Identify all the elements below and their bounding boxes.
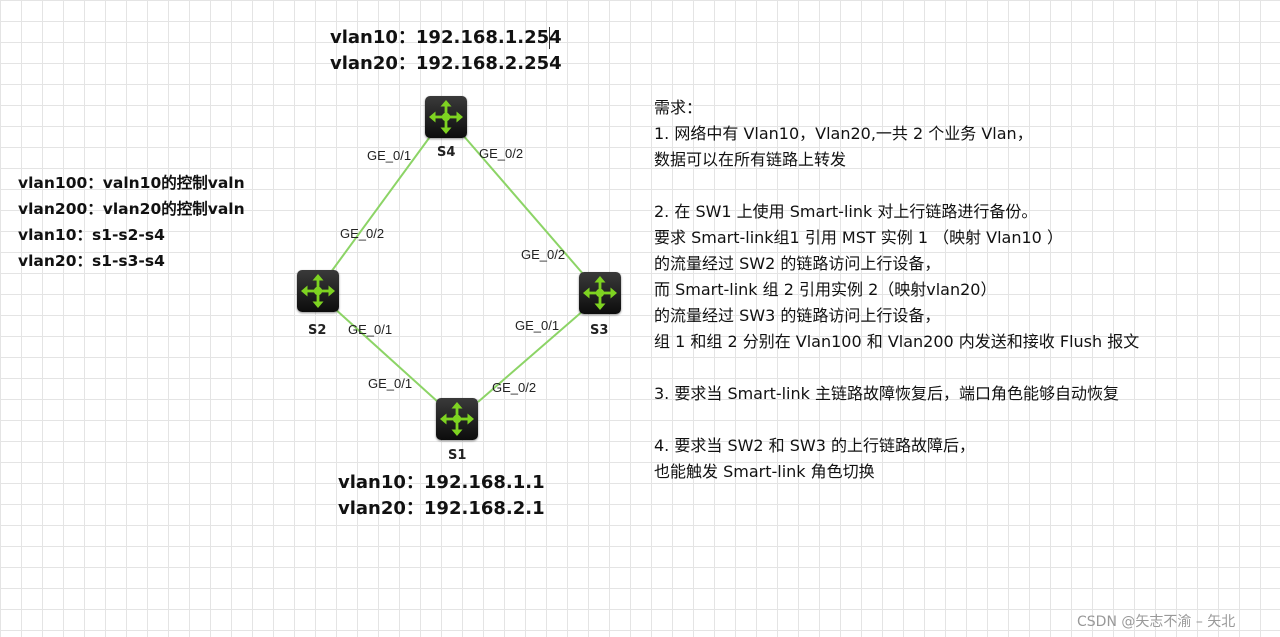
requirements-line: 组 1 和组 2 分别在 Vlan100 和 Vlan200 内发送和接收 Fl…	[654, 332, 1140, 351]
requirements-line: 的流量经过 SW2 的链路访问上行设备，	[654, 254, 941, 273]
requirements-line: 的流量经过 SW3 的链路访问上行设备，	[654, 306, 941, 325]
port-label-s4-ge02: GE_0/2	[479, 146, 524, 161]
requirements-line: 4. 要求当 SW2 和 SW3 的上行链路故障后，	[654, 436, 976, 455]
requirements-line: 需求：	[654, 98, 703, 117]
top-ip-vlan10: vlan10：192.168.1.254	[330, 27, 562, 48]
node-label-s1: S1	[448, 448, 467, 463]
router-s4-icon[interactable]	[425, 96, 467, 138]
node-label-s2: S2	[308, 323, 327, 338]
left-notes: vlan100：valn10的控制valn vlan200：vlan20的控制v…	[18, 170, 245, 274]
port-label-s2-ge01: GE_0/1	[348, 322, 393, 337]
requirements-line	[654, 407, 1139, 433]
note-vlan20-path: vlan20：s1-s3-s4	[18, 252, 165, 270]
link-s4-s3	[461, 133, 585, 276]
requirements-block: 需求： 1. 网络中有 Vlan10，Vlan20,一共 2 个业务 Vlan，…	[654, 95, 1139, 485]
router-s3-icon[interactable]	[579, 272, 621, 314]
port-label-s3-ge02: GE_0/2	[521, 247, 566, 262]
router-s1-icon[interactable]	[436, 398, 478, 440]
requirements-line	[654, 173, 1139, 199]
link-s2-s1	[333, 307, 439, 403]
requirements-line: 2. 在 SW1 上使用 Smart-link 对上行链路进行备份。	[654, 202, 1038, 221]
requirements-line	[654, 355, 1139, 381]
port-label-s2-ge02: GE_0/2	[340, 226, 385, 241]
node-label-s3: S3	[590, 323, 609, 338]
note-vlan10-path: vlan10：s1-s2-s4	[18, 226, 165, 244]
requirements-line: 要求 Smart-link组1 引用 MST 实例 1 （映射 Vlan10 ）	[654, 228, 1063, 247]
text-cursor	[549, 27, 550, 49]
requirements-line: 3. 要求当 Smart-link 主链路故障恢复后，端口角色能够自动恢复	[654, 384, 1119, 403]
port-label-s1-ge01: GE_0/1	[368, 376, 413, 391]
port-label-s3-ge01: GE_0/1	[515, 318, 560, 333]
watermark: CSDN @矢志不渝 – 矢北	[1077, 614, 1236, 630]
requirements-line: 数据可以在所有链路上转发	[654, 150, 847, 169]
note-vlan100: vlan100：valn10的控制valn	[18, 174, 245, 192]
router-arrows-icon	[429, 100, 463, 134]
link-s3-s1	[477, 309, 585, 403]
note-vlan200: vlan200：vlan20的控制valn	[18, 200, 245, 218]
link-s4-s2	[330, 133, 433, 273]
bottom-ip-vlan10: vlan10：192.168.1.1	[338, 472, 545, 493]
requirements-line: 也能触发 Smart-link 角色切换	[654, 462, 875, 481]
requirements-line: 1. 网络中有 Vlan10，Vlan20,一共 2 个业务 Vlan，	[654, 124, 1033, 143]
top-ip-vlan20: vlan20：192.168.2.254	[330, 53, 562, 74]
router-arrows-icon	[301, 274, 335, 308]
router-arrows-icon	[440, 402, 474, 436]
node-label-s4: S4	[437, 145, 456, 160]
router-s2-icon[interactable]	[297, 270, 339, 312]
port-label-s4-ge01: GE_0/1	[367, 148, 412, 163]
bottom-ip-vlan20: vlan20：192.168.2.1	[338, 498, 545, 519]
router-arrows-icon	[583, 276, 617, 310]
port-label-s1-ge02: GE_0/2	[492, 380, 537, 395]
requirements-line: 而 Smart-link 组 2 引用实例 2（映射vlan20）	[654, 280, 997, 299]
